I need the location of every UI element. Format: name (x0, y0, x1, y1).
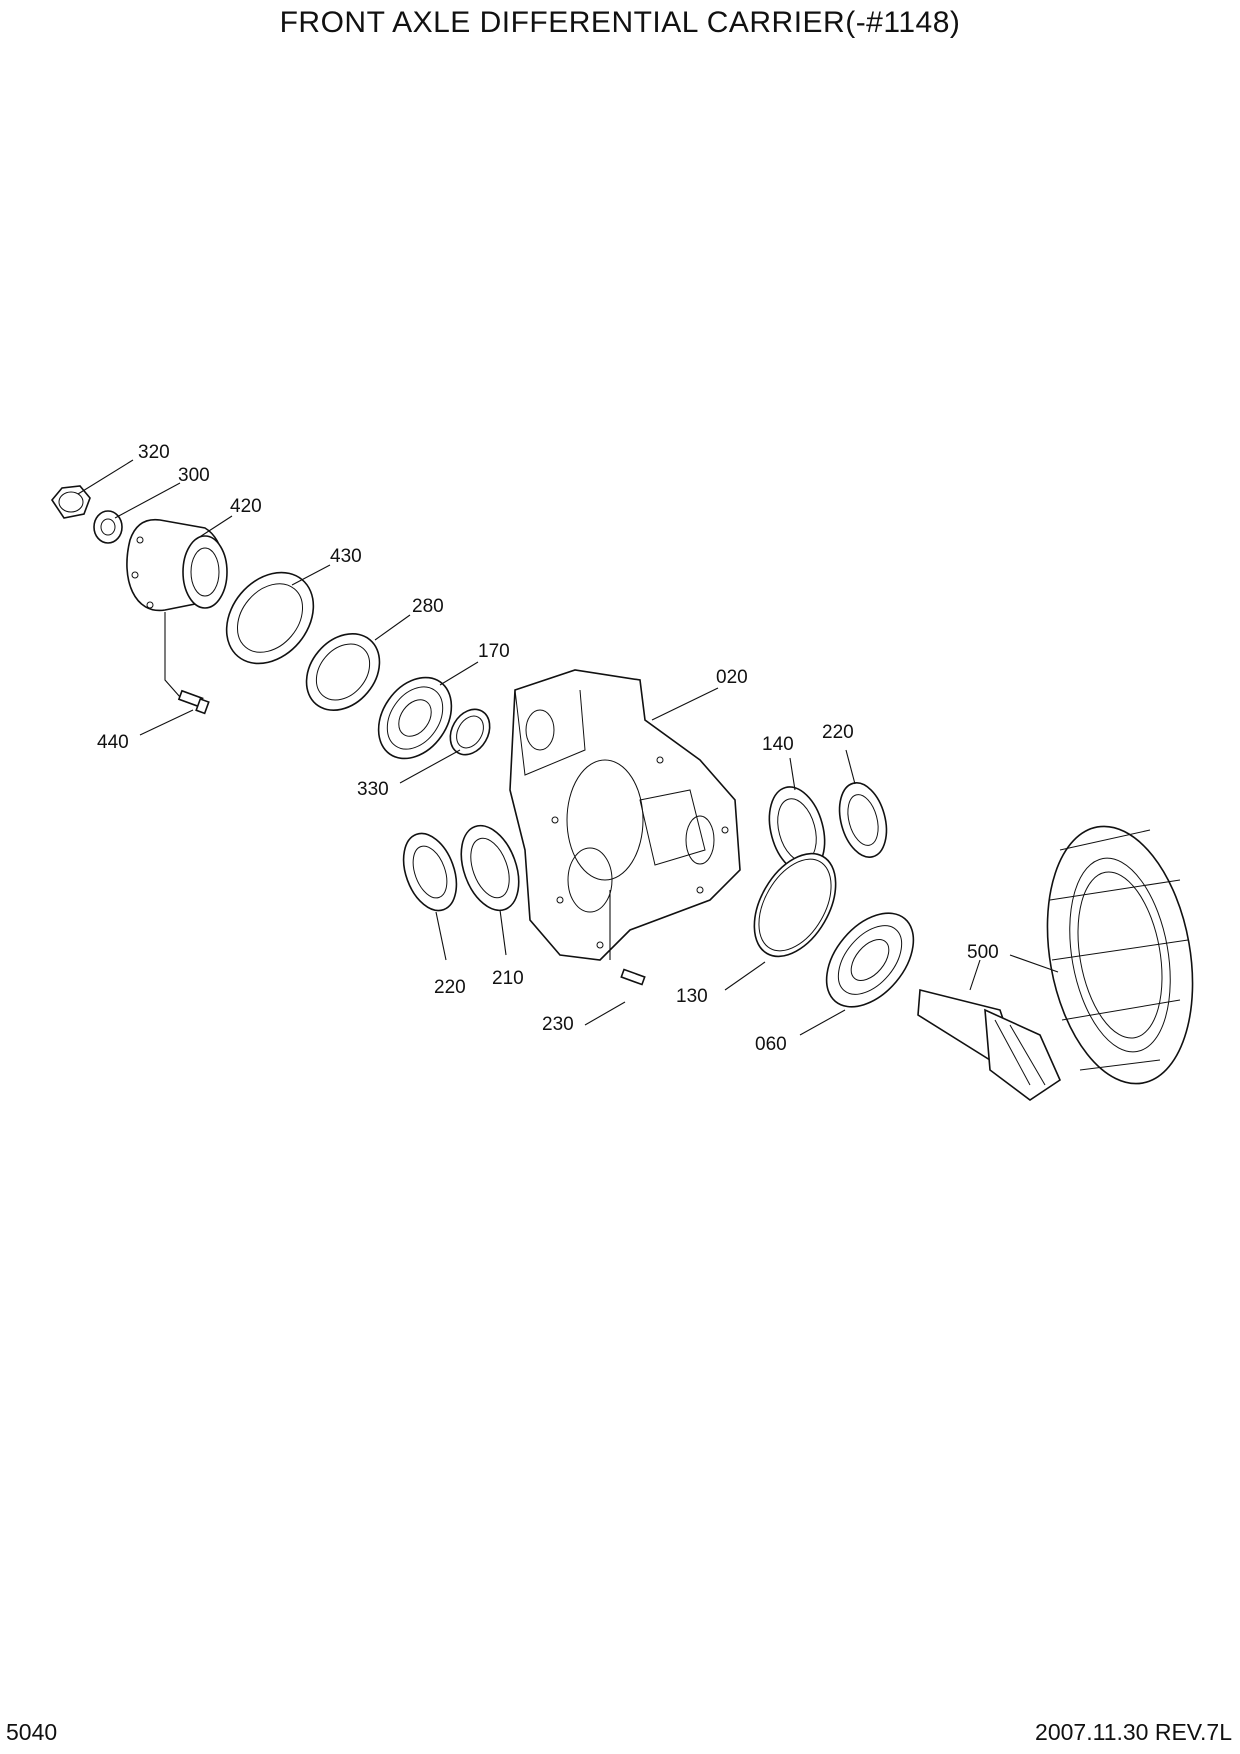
part-label-500: 500 (967, 942, 999, 963)
companion-flange (126, 518, 228, 612)
part-label-430: 430 (330, 546, 362, 567)
part-label-020: 020 (716, 667, 748, 688)
part-label-440: 440 (97, 732, 129, 753)
adjusting-nut-left (402, 832, 458, 912)
pinion-shaft (917, 988, 1062, 1101)
hex-nut (51, 485, 91, 519)
part-label-060: 060 (755, 1034, 787, 1055)
adjusting-nut-right (838, 782, 888, 858)
washer (93, 510, 123, 544)
page-title: FRONT AXLE DIFFERENTIAL CARRIER(-#1148) (279, 6, 961, 39)
part-label-320: 320 (138, 442, 170, 463)
part-label-330: 330 (357, 779, 389, 800)
part-label-280: 280 (412, 596, 444, 617)
part-label-220-right: 220 (822, 722, 854, 743)
pinion-inner-bearing (825, 912, 915, 1008)
leader-lines (77, 459, 1059, 1036)
part-label-130: 130 (676, 986, 708, 1007)
dowel-pin (609, 890, 646, 986)
part-label-220-left: 220 (434, 977, 466, 998)
part-label-420: 420 (230, 496, 262, 517)
seal-ring (305, 633, 381, 711)
spacer-ring (449, 708, 491, 756)
side-bearing-left (460, 824, 520, 912)
part-number-labels: 320 300 420 430 280 170 440 330 020 140 … (97, 442, 999, 1055)
date-revision: 2007.11.30 REV.7L (1035, 1719, 1232, 1745)
shim-ring (753, 852, 837, 958)
ring-gear (1046, 825, 1194, 1085)
part-label-140: 140 (762, 734, 794, 755)
differential-carrier-housing (509, 669, 741, 961)
flange-bolt (164, 612, 210, 715)
part-label-170: 170 (478, 641, 510, 662)
part-label-210: 210 (492, 968, 524, 989)
page-number: 5040 (6, 1719, 58, 1745)
part-label-230: 230 (542, 1014, 574, 1035)
part-label-300: 300 (178, 465, 210, 486)
pinion-bearing (377, 676, 453, 760)
